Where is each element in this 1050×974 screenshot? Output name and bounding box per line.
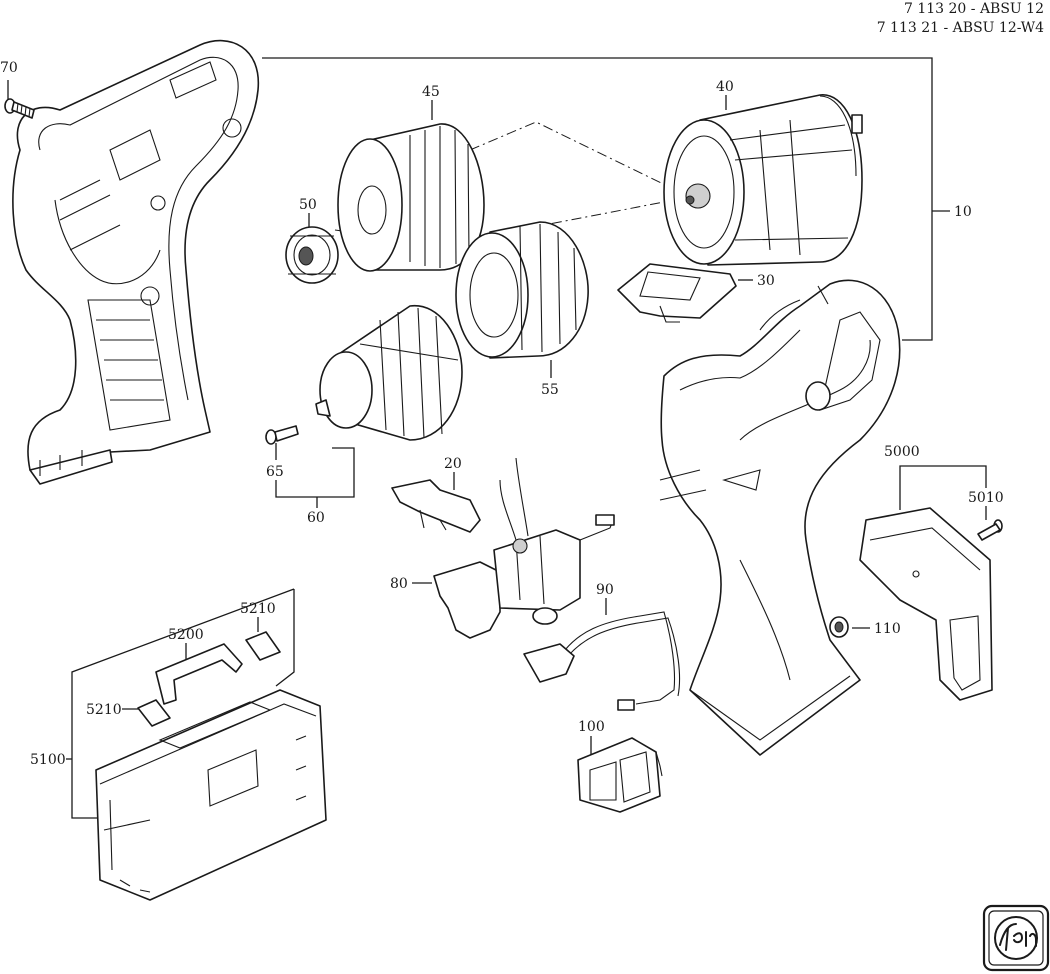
- ring-55: [455, 221, 589, 359]
- fein-logo-icon: [982, 904, 1050, 972]
- label-5210-left: 5210: [86, 702, 122, 718]
- motor-40: [663, 94, 863, 266]
- belt-clip-5000: [859, 507, 993, 701]
- case-latch-5210-left: [137, 699, 171, 727]
- terminal-100: [577, 737, 663, 813]
- label-45: 45: [422, 84, 440, 100]
- label-30: 30: [757, 273, 775, 289]
- label-100: 100: [578, 719, 605, 735]
- carry-case-5100: [95, 689, 327, 901]
- nut-110: [829, 616, 849, 638]
- label-65: 65: [266, 464, 284, 480]
- screw-5010: [977, 519, 1003, 541]
- label-5210-top: 5210: [240, 601, 276, 617]
- chuck-sleeve-45: [337, 123, 485, 272]
- right-housing-shell: [659, 279, 901, 756]
- label-70: 70: [0, 60, 18, 76]
- chuck-60: [315, 305, 463, 441]
- slider-20: [391, 479, 481, 533]
- cable-90: [523, 611, 681, 711]
- label-5200: 5200: [168, 627, 204, 643]
- left-housing-shell: [12, 39, 260, 485]
- label-5010: 5010: [968, 490, 1004, 506]
- label-5000: 5000: [884, 444, 920, 460]
- model-line-2: 7 113 21 - ABSU 12-W4: [876, 20, 1044, 36]
- model-header: 7 113 20 - ABSU 12 7 113 21 - ABSU 12-W4: [877, 0, 1044, 38]
- label-10: 10: [954, 204, 972, 220]
- trigger-switch-80: [433, 457, 615, 639]
- label-20: 20: [444, 456, 462, 472]
- screw-65: [265, 425, 299, 445]
- case-latch-5210-top: [245, 631, 281, 661]
- switch-plate-30: [617, 263, 737, 323]
- label-90: 90: [596, 582, 614, 598]
- label-40: 40: [716, 79, 734, 95]
- label-80: 80: [390, 576, 408, 592]
- part-labels: 10 20 30 40 45 50 55 60 65 70 80 90 100 …: [0, 60, 1004, 768]
- label-60: 60: [307, 510, 325, 526]
- label-55: 55: [541, 382, 559, 398]
- leader-lines: [7, 57, 987, 819]
- gear-nut-50: [285, 226, 339, 284]
- case-handle-5200: [155, 643, 243, 705]
- label-110: 110: [874, 621, 901, 637]
- label-5100: 5100: [30, 752, 66, 768]
- label-50: 50: [299, 197, 317, 213]
- screw-70: [4, 98, 35, 119]
- model-line-1: 7 113 20 - ABSU 12: [903, 1, 1044, 17]
